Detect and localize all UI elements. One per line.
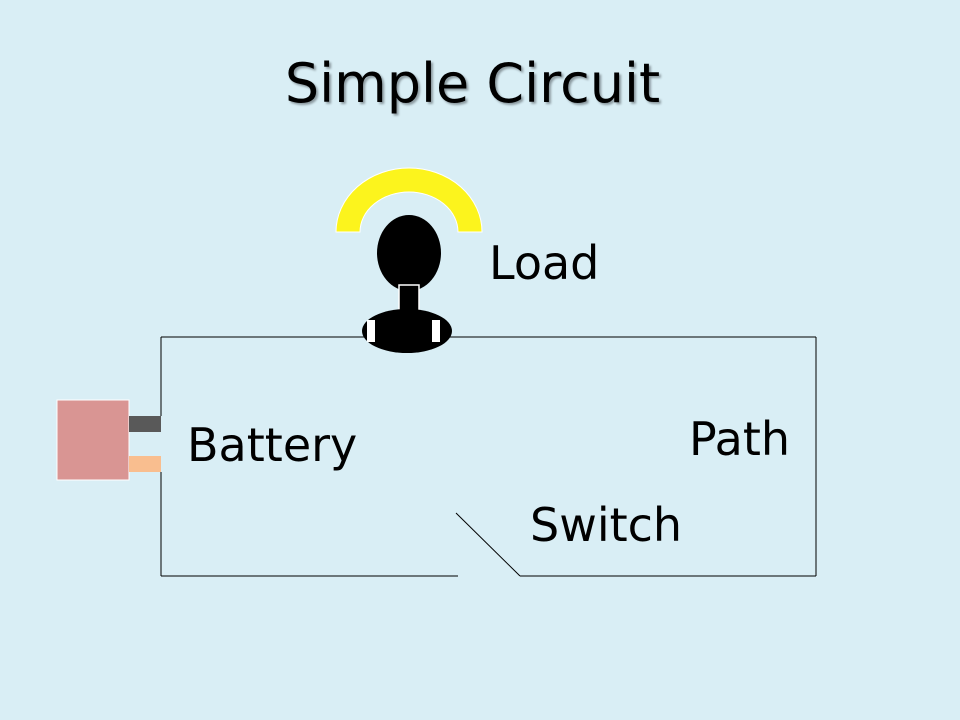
battery-label: Battery — [187, 418, 358, 472]
bulb-contact-left — [367, 320, 375, 342]
circuit-path — [160, 336, 817, 577]
bulb-stem-inner — [400, 286, 418, 328]
battery-body — [56, 399, 130, 481]
bulb-base — [362, 309, 452, 353]
bulb-contact-right — [432, 320, 440, 342]
slide-title: Simple Circuit — [284, 52, 661, 115]
switch-label: Switch — [530, 498, 683, 552]
load-label: Load — [489, 236, 600, 290]
bulb-glass — [377, 215, 441, 291]
switch-lever — [455, 512, 521, 577]
battery-positive-terminal — [129, 456, 161, 472]
battery-icon — [56, 399, 161, 481]
path-label: Path — [689, 412, 791, 466]
bulb-glow — [335, 167, 483, 233]
battery-negative-terminal — [129, 416, 161, 432]
light-bulb-icon — [335, 167, 483, 353]
